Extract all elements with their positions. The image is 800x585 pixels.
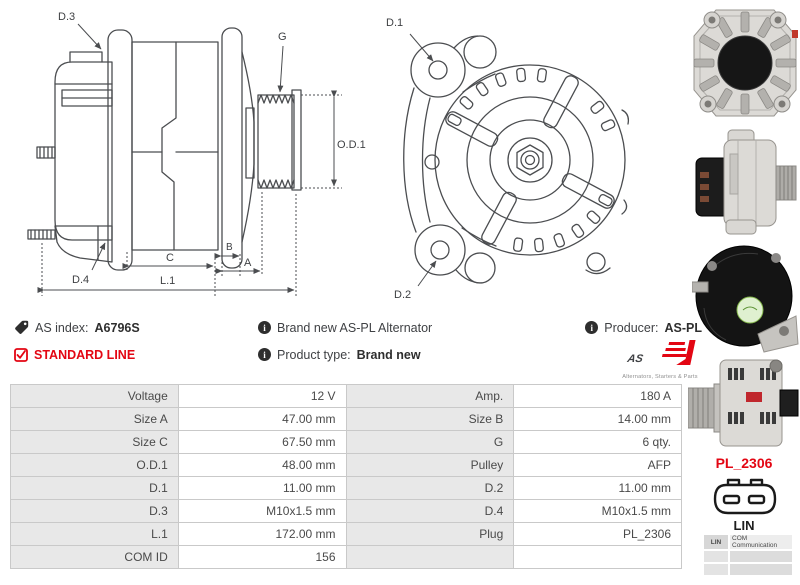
- product-photo-rear-view: [693, 9, 798, 117]
- standard-line-badge: STANDARD LINE: [14, 347, 135, 362]
- spec-row-od1: O.D.1 48.00 mm Pulley AFP: [10, 453, 682, 477]
- producer-line: i Producer: AS-PL: [576, 320, 702, 335]
- spec-label: [345, 545, 515, 569]
- spec-value: 14.00 mm: [513, 407, 682, 431]
- product-type-value: Brand new: [356, 347, 421, 362]
- connector-diagram: [713, 478, 777, 515]
- as-index-line: AS index: A6796S: [14, 320, 140, 335]
- dim-label-d4: D.4: [72, 274, 89, 286]
- pin-row: [704, 564, 792, 575]
- dim-label-g: G: [278, 31, 287, 43]
- spec-label: O.D.1: [10, 453, 179, 477]
- product-photo-side-view: [695, 129, 797, 235]
- logo-letters: AS: [625, 353, 644, 365]
- spec-label: Voltage: [10, 384, 179, 408]
- spec-label: D.3: [10, 499, 179, 523]
- info-icon: i: [585, 321, 599, 334]
- spec-label: Plug: [345, 522, 515, 546]
- producer-value: AS-PL: [664, 320, 703, 335]
- checkbox-checked-icon: [14, 347, 28, 362]
- logo-tagline: Alternators, Starters & Parts: [622, 374, 698, 380]
- producer-label: Producer:: [604, 320, 659, 335]
- dim-label-d3: D.3: [58, 11, 75, 23]
- as-index-label: AS index:: [35, 320, 89, 335]
- plug-code-label: PL_2306: [715, 455, 773, 471]
- pin-row: LIN COM Communication: [704, 535, 792, 549]
- spec-label: Size B: [345, 407, 515, 431]
- product-photo-side-pulley-view: [688, 359, 799, 447]
- product-type-line: i Product type: Brand new: [258, 347, 421, 362]
- spec-row-voltage: Voltage 12 V Amp. 180 A: [10, 384, 682, 408]
- tag-icon: [15, 320, 29, 334]
- description-line: i Brand new AS-PL Alternator: [258, 320, 432, 335]
- spec-label: D.1: [10, 476, 179, 500]
- spec-label: D.2: [345, 476, 515, 500]
- pin-row: [704, 551, 792, 562]
- spec-row-l1: L.1 172.00 mm Plug PL_2306: [10, 522, 682, 546]
- spec-value: 12 V: [177, 384, 347, 408]
- dim-label-l1: L.1: [160, 275, 175, 287]
- dim-label-d2: D.2: [394, 289, 411, 301]
- spec-label: Size A: [10, 407, 179, 431]
- spec-value: M10x1.5 mm: [177, 499, 347, 523]
- standard-line-label: STANDARD LINE: [34, 347, 136, 362]
- product-photo-angled-dark-view: [692, 245, 799, 353]
- pin-description-cell: [730, 551, 792, 562]
- as-pl-logo: AS Alternators, Starters & Parts: [618, 338, 702, 380]
- spec-value: M10x1.5 mm: [513, 499, 682, 523]
- dim-label-d1: D.1: [386, 17, 403, 29]
- description-text: Brand new AS-PL Alternator: [277, 320, 433, 335]
- spec-row-d1: D.1 11.00 mm D.2 11.00 mm: [10, 476, 682, 500]
- as-pl-logo-mark: AS: [625, 340, 696, 365]
- spec-label: G: [345, 430, 515, 454]
- spec-value: 156: [177, 545, 347, 569]
- product-type-label: Product type:: [277, 347, 351, 362]
- info-icon: i: [258, 321, 271, 334]
- spec-value: 11.00 mm: [513, 476, 682, 500]
- spec-value: AFP: [513, 453, 682, 477]
- pin-name-cell: LIN: [704, 535, 728, 549]
- spec-label: Pulley: [345, 453, 515, 477]
- spec-label: COM ID: [10, 545, 179, 569]
- spec-value: 67.50 mm: [177, 430, 347, 454]
- pin-name-cell: [704, 564, 728, 575]
- plug-name-label: LIN: [733, 518, 755, 533]
- spec-value: 47.00 mm: [177, 407, 347, 431]
- dim-label-c: C: [166, 252, 174, 264]
- pin-table: LIN COM Communication: [702, 533, 794, 577]
- dim-label-od1: O.D.1: [337, 139, 366, 151]
- dim-label-a: A: [244, 257, 252, 269]
- spec-value: 6 qty.: [513, 430, 682, 454]
- as-index-value: A6796S: [94, 320, 140, 335]
- spec-value: PL_2306: [513, 522, 682, 546]
- spec-label: L.1: [10, 522, 179, 546]
- spec-value: 172.00 mm: [177, 522, 347, 546]
- spec-label: Size C: [10, 430, 179, 454]
- spec-row-size-c: Size C 67.50 mm G 6 qty.: [10, 430, 682, 454]
- technical-drawing-side-view: D.3 G O.D.1 D.4 C B A L.1: [27, 11, 366, 296]
- pin-description-cell: COM Communication: [730, 535, 792, 549]
- info-icon: i: [258, 348, 271, 361]
- spec-row-d3: D.3 M10x1.5 mm D.4 M10x1.5 mm: [10, 499, 682, 523]
- spec-value: 180 A: [513, 384, 682, 408]
- spec-label: D.4: [345, 499, 515, 523]
- spec-value: 48.00 mm: [177, 453, 347, 477]
- pin-description-cell: [730, 564, 792, 575]
- pin-name-cell: [704, 551, 728, 562]
- dim-label-b: B: [226, 242, 233, 253]
- spec-table: Voltage 12 V Amp. 180 A Size A 47.00 mm …: [10, 384, 682, 569]
- spec-row-com-id: COM ID 156: [10, 545, 682, 569]
- spec-label: Amp.: [345, 384, 515, 408]
- spec-row-size-a: Size A 47.00 mm Size B 14.00 mm: [10, 407, 682, 431]
- technical-drawing-front-view: D.1 D.2: [386, 17, 630, 301]
- spec-value: [513, 545, 682, 569]
- spec-value: 11.00 mm: [177, 476, 347, 500]
